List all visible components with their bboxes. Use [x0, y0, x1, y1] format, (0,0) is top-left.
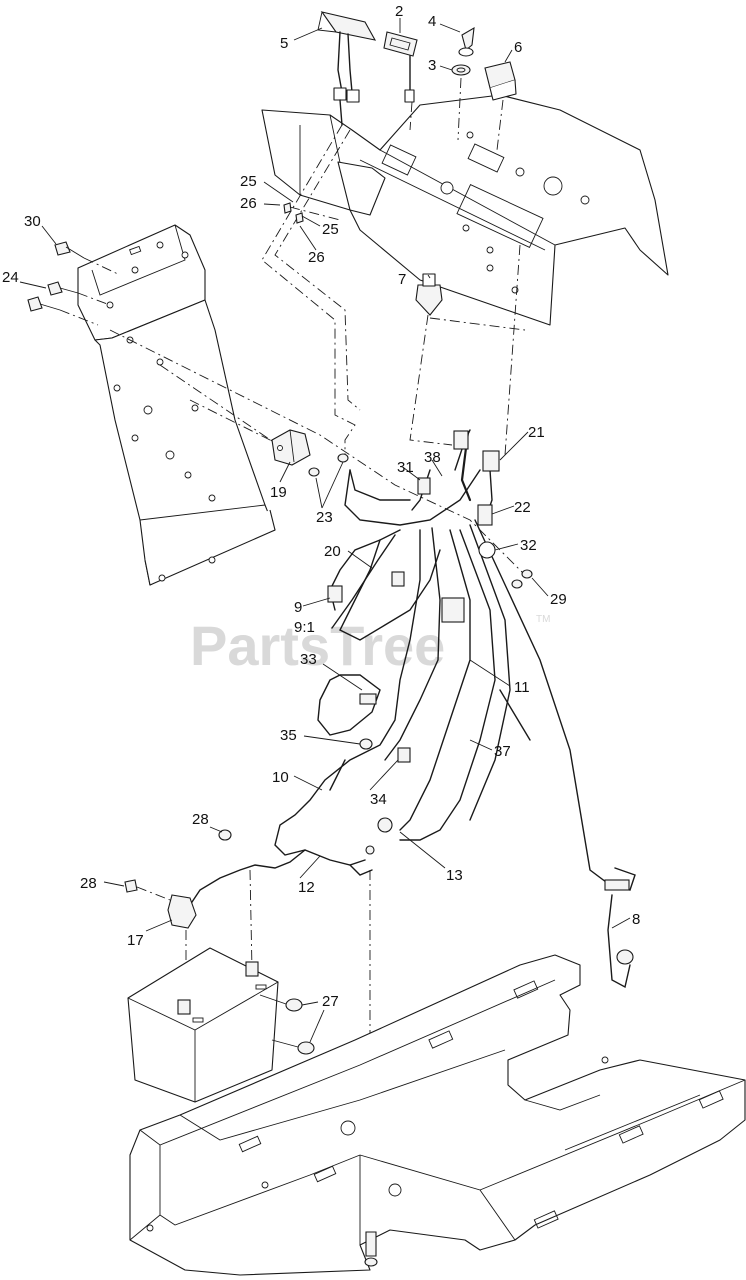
callout-31: 31 [397, 459, 414, 476]
callout-13: 13 [446, 867, 463, 884]
callout-numbers: 2 4 5 3 6 25 26 25 26 30 24 7 31 38 21 2… [2, 3, 640, 1010]
part-23-nuts [308, 453, 349, 477]
callout-27: 27 [322, 993, 339, 1010]
part-25-26-screws [283, 202, 341, 224]
dash-panel [261, 94, 669, 326]
callout-37: 37 [494, 743, 511, 760]
callout-21: 21 [528, 424, 545, 441]
leader-lines [19, 18, 631, 1043]
part-24-bolt [27, 281, 111, 326]
callout-17: 17 [127, 932, 144, 949]
callout-20: 20 [324, 543, 341, 560]
callout-11: 11 [514, 679, 530, 696]
callout-25-lower: 25 [322, 221, 339, 238]
part-7-connector [409, 244, 526, 456]
callout-30: 30 [24, 213, 41, 230]
callout-9: 9 [294, 599, 302, 616]
part-30-bolt [54, 241, 121, 276]
callout-32: 32 [520, 537, 537, 554]
part-17-terminal-boot [167, 894, 197, 929]
callout-19: 19 [270, 484, 287, 501]
watermark-trademark: TM [536, 614, 550, 625]
part-35-screw [359, 738, 373, 750]
callout-5: 5 [280, 35, 288, 52]
part-4-ignition-key [458, 26, 475, 57]
part-29-nuts [511, 569, 533, 589]
callout-8: 8 [632, 911, 640, 928]
callout-34: 34 [370, 791, 387, 808]
part-3-nut [451, 64, 471, 76]
part-28-clips [124, 829, 232, 901]
callout-25-upper: 25 [240, 173, 257, 190]
part-5-display-module [317, 11, 377, 126]
main-wiring-harness [189, 429, 636, 906]
callout-23: 23 [316, 509, 333, 526]
callout-6: 6 [514, 39, 522, 56]
callout-28-lower: 28 [80, 875, 97, 892]
harness-connectors [327, 430, 634, 989]
callout-28-upper: 28 [192, 811, 209, 828]
part-2-rocker-switch [383, 31, 418, 103]
callout-22: 22 [514, 499, 531, 516]
callout-2: 2 [395, 3, 403, 20]
callout-7: 7 [398, 271, 406, 288]
callout-4: 4 [428, 13, 436, 30]
watermark-text: PartsTree [190, 614, 445, 677]
left-mounting-bracket [77, 224, 276, 586]
callout-10: 10 [272, 769, 289, 786]
callout-33: 33 [300, 651, 317, 668]
callout-12: 12 [298, 879, 315, 896]
callout-3: 3 [428, 57, 436, 74]
chassis-frame [129, 954, 746, 1276]
battery [127, 947, 279, 1103]
part-27-battery-bolts [259, 994, 315, 1055]
part-19-relay-bracket [271, 429, 311, 466]
callout-38: 38 [424, 449, 441, 466]
callout-26-upper: 26 [240, 195, 257, 212]
part-6-switch [484, 61, 517, 101]
callout-35: 35 [280, 727, 297, 744]
callout-9-1: 9:1 [294, 619, 315, 636]
callout-29: 29 [550, 591, 567, 608]
callout-24: 24 [2, 269, 19, 286]
callout-26-lower: 26 [308, 249, 325, 266]
